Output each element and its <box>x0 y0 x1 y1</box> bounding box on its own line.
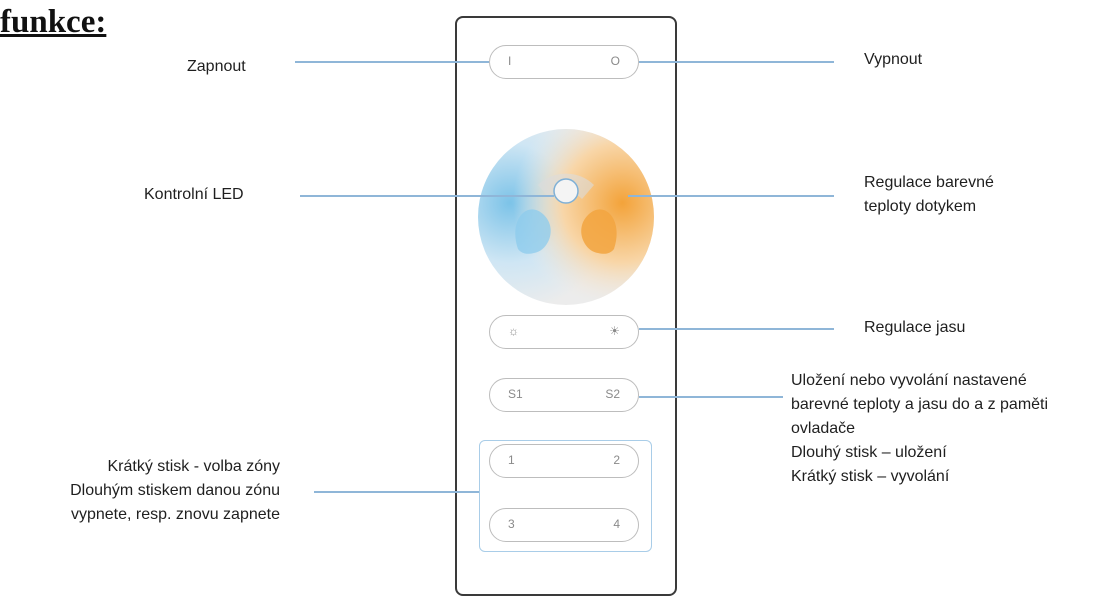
off-icon[interactable]: O <box>610 54 620 68</box>
zone-buttons-group <box>479 440 652 552</box>
brightness-up-icon[interactable]: ☀ <box>609 324 620 338</box>
power-button-pair[interactable]: I O <box>489 45 639 79</box>
control-led-icon <box>553 178 579 204</box>
leader-line-teplota <box>628 195 834 197</box>
label-regulace-teploty-1: Regulace barevné <box>864 174 994 191</box>
scene-s2-button[interactable]: S2 <box>605 387 620 401</box>
label-ulozeni-2: barevné teploty a jasu do a z paměti <box>791 396 1049 413</box>
zone-1-button[interactable]: 1 <box>508 453 515 467</box>
color-temperature-wheel[interactable] <box>478 129 654 305</box>
remote-control <box>455 16 677 596</box>
scene-button-pair[interactable]: S1 S2 <box>489 378 639 412</box>
label-regulace-teploty-2: teploty dotykem <box>864 198 977 215</box>
brightness-button-pair[interactable]: ☼ ☀ <box>489 315 639 349</box>
label-zony-2: Dlouhým stiskem danou zónu <box>70 482 280 499</box>
cool-touch-zone[interactable] <box>515 209 551 254</box>
label-vypnout: Vypnout <box>864 51 923 68</box>
label-regulace-jasu: Regulace jasu <box>864 319 966 336</box>
brightness-down-icon[interactable]: ☼ <box>508 324 519 338</box>
on-icon[interactable]: I <box>508 54 512 68</box>
zone-button-pair-1-2[interactable]: 1 2 <box>489 444 639 478</box>
zone-4-button[interactable]: 4 <box>613 517 620 531</box>
leader-line-led <box>300 195 554 197</box>
warm-touch-zone[interactable] <box>581 209 617 254</box>
zone-button-pair-3-4[interactable]: 3 4 <box>489 508 639 542</box>
wheel-warm-area[interactable] <box>478 129 654 305</box>
label-kontrolni-led: Kontrolní LED <box>144 186 244 203</box>
leader-line-jas <box>639 328 834 330</box>
label-zony-3: vypnete, resp. znovu zapnete <box>70 506 280 523</box>
label-zapnout: Zapnout <box>187 58 246 75</box>
leader-line-zony <box>314 491 479 493</box>
label-ulozeni-1: Uložení nebo vyvolání nastavené <box>791 372 1027 389</box>
label-ulozeni-3: ovladače <box>791 420 856 437</box>
label-ulozeni-4: Dlouhý stisk – uložení <box>791 444 947 461</box>
zone-2-button[interactable]: 2 <box>613 453 620 467</box>
scene-s1-button[interactable]: S1 <box>508 387 523 401</box>
label-ulozeni-5: Krátký stisk – vyvolání <box>791 468 950 485</box>
zone-3-button[interactable]: 3 <box>508 517 515 531</box>
leader-line-vypnout <box>639 61 834 63</box>
leader-line-ulozeni <box>639 396 783 398</box>
leader-line-zapnout <box>295 61 489 63</box>
label-zony-1: Krátký stisk - volba zóny <box>107 458 281 475</box>
section-heading: funkce: <box>0 4 107 40</box>
